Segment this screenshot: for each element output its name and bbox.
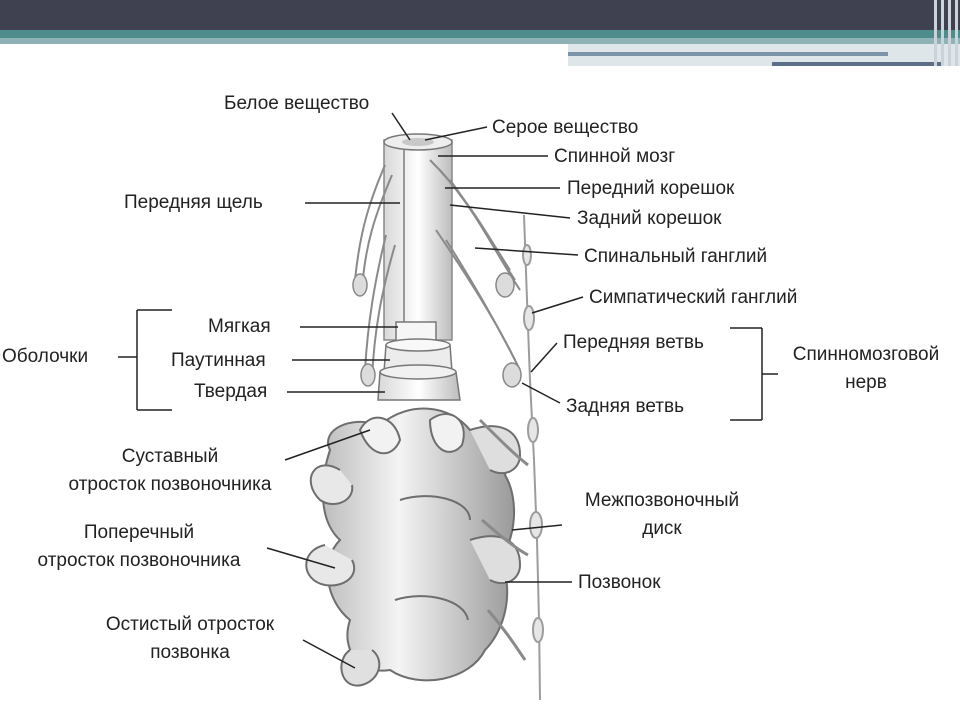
label-posterior-branch: Задняя ветвь: [566, 396, 684, 417]
label-disc-line2: диск: [642, 518, 682, 539]
label-disc-line1: Межпозвоночный: [584, 490, 740, 511]
label-dura: Твердая: [194, 381, 268, 402]
label-articular-process: Суставный отросток позвоночника: [30, 446, 310, 496]
label-posterior-root: Задний корешок: [577, 208, 722, 229]
slide-right-bar-lower: [772, 62, 942, 66]
label-spinal-cord: Спинной мозг: [554, 146, 676, 167]
label-arachnoid: Паутинная: [171, 350, 266, 371]
label-spinal-nerve: Спинномозговой нерв: [776, 344, 956, 394]
label-spinal-nerve-line2: нерв: [845, 372, 887, 393]
spinal-ganglia: [352, 272, 522, 388]
label-pia: Мягкая: [208, 316, 271, 337]
label-articular-line1: Суставный: [121, 446, 219, 467]
slide-right-bar: [568, 52, 888, 56]
label-transverse-process: Поперечный отросток позвоночника: [6, 522, 272, 572]
slide-top-bar: [0, 0, 960, 30]
label-spinous-line1: Остистый отросток: [105, 614, 275, 635]
slide-corner-stripes: [930, 0, 960, 66]
label-gray-matter: Серое вещество: [492, 117, 639, 138]
label-anterior-branch: Передняя ветвь: [563, 332, 704, 353]
spinal-nerves-lower: [478, 418, 529, 661]
slide-accent-line-light: [0, 38, 960, 44]
label-white-matter: Белое вещество: [224, 93, 370, 114]
label-intervertebral-disc: Межпозвоночный диск: [560, 490, 764, 540]
vertebral-column: [305, 407, 522, 687]
label-transverse-line2: отросток позвоночника: [37, 550, 241, 571]
label-vertebra: Позвонок: [578, 572, 661, 593]
label-membranes: Оболочки: [2, 346, 89, 367]
label-sympathetic-ganglion: Симпатический ганглий: [589, 287, 798, 308]
label-spinous-process: Остистый отросток позвонка: [74, 614, 306, 664]
label-spinal-ganglion: Спинальный ганглий: [584, 246, 768, 267]
leader-lines: [118, 112, 778, 669]
label-anterior-root: Передний корешок: [567, 178, 735, 199]
label-transverse-line1: Поперечный: [83, 522, 195, 543]
label-articular-line2: отросток позвоночника: [68, 474, 272, 495]
label-anterior-fissure: Передняя щель: [124, 192, 263, 213]
label-spinous-line2: позвонка: [150, 642, 230, 663]
label-spinal-nerve-line1: Спинномозговой: [792, 344, 940, 365]
slide-accent-line: [0, 30, 960, 38]
meninges-sleeves: [377, 321, 461, 401]
sympathetic-trunk: [522, 214, 544, 701]
